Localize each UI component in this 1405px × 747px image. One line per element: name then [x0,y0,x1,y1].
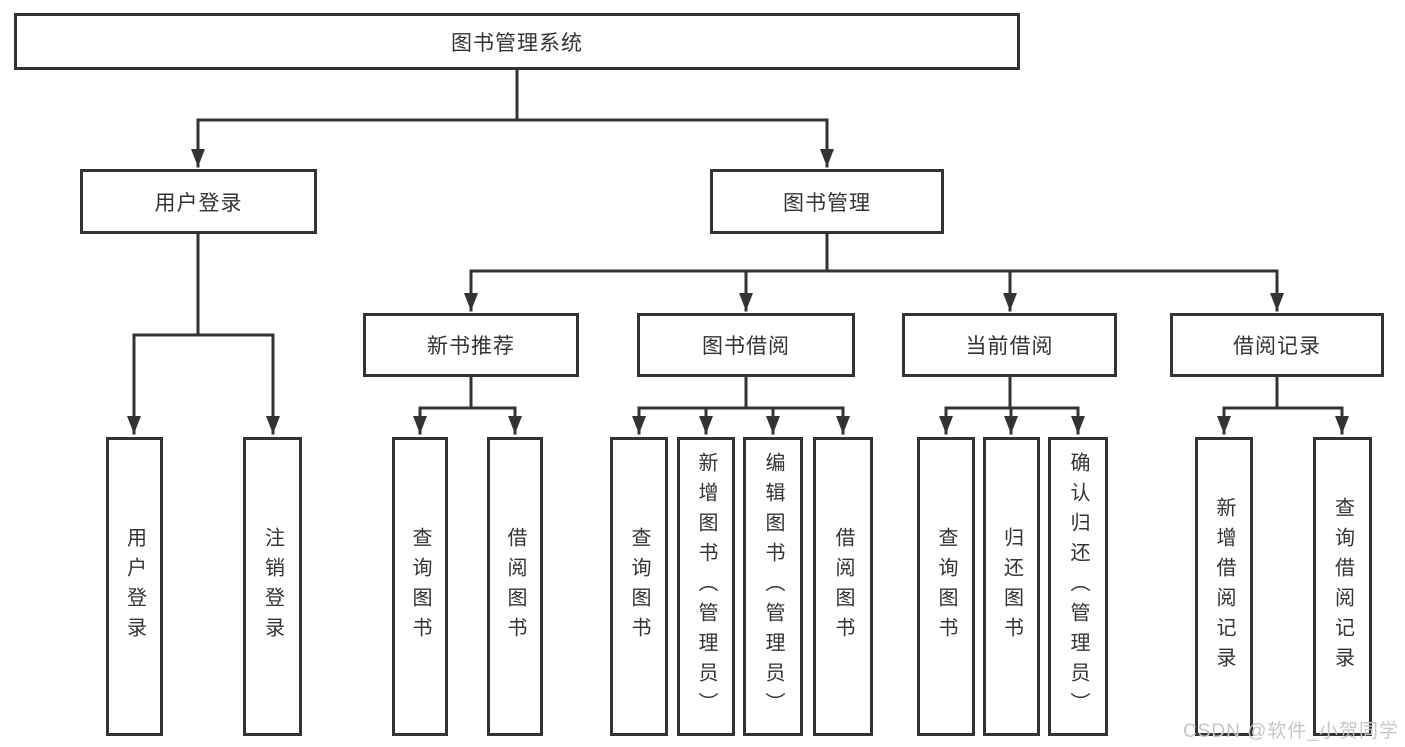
leaf-edit-books-admin: 编辑图书（管理员） [743,437,803,736]
node-label: 图书管理 [783,191,871,215]
csdn-watermark: CSDN @软件_小贺同学 [1183,721,1399,742]
node-label: 借阅图书 [504,526,526,647]
node-label: 查询图书 [409,526,431,647]
node-label: 注销登录 [261,526,284,647]
leaf-query-books-2: 查询图书 [610,437,668,736]
leaf-query-books-1: 查询图书 [392,437,448,736]
leaf-query-borrow-record: 查询借阅记录 [1313,437,1372,736]
node-label: 用户登录 [154,191,243,215]
node-label: 确认归还（管理员） [1067,451,1089,722]
leaf-query-books-3: 查询图书 [917,437,975,736]
node-label: 新增借阅记录 [1213,496,1235,677]
node-label: 查询借阅记录 [1331,496,1354,677]
node-label: 编辑图书（管理员） [762,451,784,722]
node-label: 归还图书 [1000,526,1023,647]
leaf-borrow-books-2: 借阅图书 [813,437,873,736]
node-label: 借阅图书 [832,526,854,647]
node-label: 查询图书 [935,526,957,647]
leaf-user-login: 用户登录 [106,437,163,736]
leaf-return-books: 归还图书 [983,437,1040,736]
node-book-management: 图书管理 [710,169,944,234]
node-book-borrowing: 图书借阅 [637,313,855,377]
node-new-book-recommend: 新书推荐 [363,313,579,377]
leaf-add-books-admin: 新增图书（管理员） [677,437,735,736]
leaf-borrow-books-1: 借阅图书 [487,437,543,736]
node-label: 图书借阅 [702,335,790,358]
node-label: 当前借阅 [965,335,1054,358]
node-user-login: 用户登录 [80,169,317,234]
node-current-borrowing: 当前借阅 [902,313,1117,377]
node-label: 借阅记录 [1233,335,1321,358]
node-label: 图书管理系统 [451,31,583,55]
leaf-confirm-return-admin: 确认归还（管理员） [1048,437,1108,736]
node-label: 用户登录 [123,526,146,647]
node-label: 查询图书 [628,526,650,647]
node-label: 新增图书（管理员） [695,451,717,722]
leaf-add-borrow-record: 新增借阅记录 [1195,437,1253,736]
node-root-system: 图书管理系统 [14,13,1020,70]
leaf-logout: 注销登录 [243,437,302,736]
node-label: 新书推荐 [427,335,515,358]
node-borrowing-records: 借阅记录 [1170,313,1384,377]
